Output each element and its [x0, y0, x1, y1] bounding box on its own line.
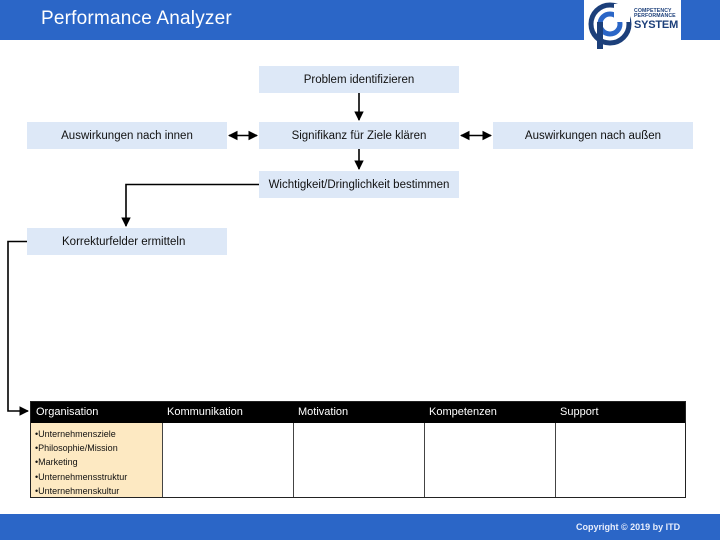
step-label: Auswirkungen nach innen — [61, 129, 193, 142]
cps-logo-icon — [588, 2, 632, 49]
table-cell-motivation — [293, 423, 424, 497]
table-cell-organisation: Unternehmensziele Philosophie/Mission Ma… — [31, 423, 162, 497]
column-header-kommunikation: Kommunikation — [167, 406, 243, 418]
step-significance: Signifikanz für Ziele klären — [259, 122, 459, 149]
step-label: Problem identifizieren — [303, 73, 415, 86]
table-header-row: Organisation Kommunikation Motivation Ko… — [31, 402, 685, 423]
step-urgency: Wichtigkeit/Dringlichkeit bestimmen — [259, 171, 459, 198]
list-item: Philosophie/Mission — [35, 441, 162, 455]
step-label: Wichtigkeit/Dringlichkeit bestimmen — [268, 178, 450, 191]
step-impact-inner: Auswirkungen nach innen — [27, 122, 227, 149]
table-cell-kommunikation — [162, 423, 293, 497]
step-label: Korrekturfelder ermitteln — [62, 235, 186, 248]
step-label: Auswirkungen nach außen — [524, 129, 662, 142]
list-item: Unternehmensstruktur — [35, 470, 162, 484]
list-item: Unternehmensziele — [35, 427, 162, 441]
list-item: Marketing — [35, 455, 162, 469]
header: Performance Analyzer COMPETENCY PERFORMA… — [0, 0, 720, 60]
app-title: Performance Analyzer — [41, 8, 232, 29]
company-logo: COMPETENCY PERFORMANCE SYSTEM — [584, 0, 681, 52]
footer-bar: Copyright © 2019 by ITD — [0, 514, 720, 540]
arrow-correction-to-table — [7, 240, 29, 416]
logo-text: COMPETENCY PERFORMANCE SYSTEM — [634, 8, 679, 32]
list-item: Unternehmenskultur — [35, 484, 162, 498]
column-header-support: Support — [560, 406, 599, 418]
copyright-text: Copyright © 2019 by ITD — [576, 522, 681, 532]
step-label: Signifikanz für Ziele klären — [291, 129, 427, 142]
step-problem-identify: Problem identifizieren — [259, 66, 459, 93]
arrow-urgency-to-correction — [121, 183, 259, 227]
step-impact-outer: Auswirkungen nach außen — [493, 122, 693, 149]
step-correction-fields: Korrekturfelder ermitteln — [27, 228, 227, 255]
column-header-organisation: Organisation — [36, 406, 99, 418]
column-header-kompetenzen: Kompetenzen — [429, 406, 497, 418]
organisation-list: Unternehmensziele Philosophie/Mission Ma… — [35, 427, 162, 498]
column-header-motivation: Motivation — [298, 406, 349, 418]
table-cell-support — [555, 423, 685, 497]
correction-fields-table: Organisation Kommunikation Motivation Ko… — [30, 401, 686, 498]
table-cell-kompetenzen — [424, 423, 555, 497]
